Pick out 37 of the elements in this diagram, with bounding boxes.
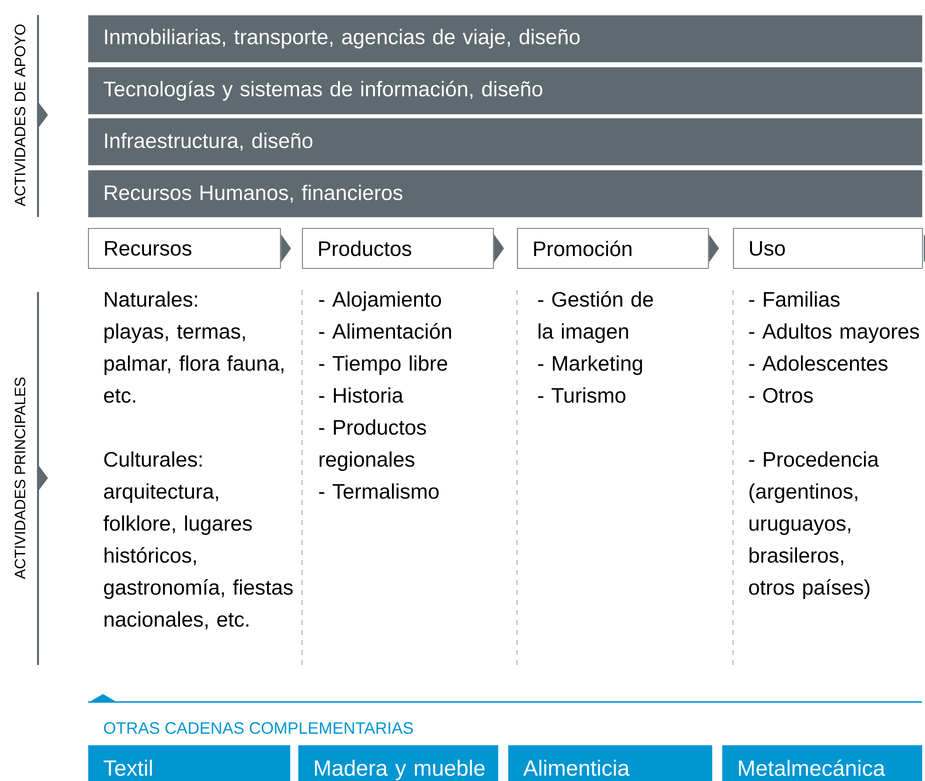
list-text: - Turismo — [538, 387, 626, 403]
chain-box: Textil — [88, 745, 290, 781]
chevron-arrow — [922, 234, 925, 262]
list-text: - Productos regionales — [319, 419, 426, 471]
list-text: playas, termas, palmar, flora fauna, etc. — [104, 323, 284, 403]
chain-box: Metalmecánica — [722, 745, 922, 781]
support-band: Recursos Humanos, financieros — [88, 170, 922, 218]
section-heading: OTRAS CADENAS COMPLEMENTARIAS — [104, 722, 413, 734]
support-band: Inmobiliarias, transporte, agencias de viaje, diseño — [88, 15, 922, 62]
chain-box: Alimenticia — [508, 745, 712, 781]
side-label: ACTIVIDADES PRINCIPALES — [14, 378, 26, 580]
list-text: - Adultos mayores — [749, 323, 919, 343]
side-label: ACTIVIDADES DE APOYO — [14, 24, 26, 206]
list-text: - Alojamiento — [319, 291, 441, 311]
chevron-arrow — [494, 234, 504, 262]
list-text: - Otros — [749, 388, 813, 403]
list-text: Naturales: — [104, 291, 197, 307]
stage-box: Promoción — [517, 228, 709, 269]
list-text: - Familias — [749, 291, 840, 307]
chevron-arrow — [708, 234, 719, 262]
support-band: Tecnologías y sistemas de información, diseño — [88, 67, 922, 114]
stage-box: Productos — [302, 228, 494, 269]
list-text: - Historia — [319, 387, 404, 403]
list-text: - Tiempo libre — [319, 355, 448, 375]
stage-box: Uso — [733, 228, 923, 269]
list-text: - Marketing — [538, 355, 642, 375]
stage-box: Recursos — [88, 228, 281, 269]
list-text: - Gestión de la imagen — [538, 291, 653, 343]
list-text: arquitectura, folklore, lugares históricos, gastronomía, fiestas nacionales, etc. — [104, 483, 293, 630]
list-text: - Termalismo — [319, 483, 439, 499]
list-text: Culturales: — [104, 451, 202, 467]
support-band: Infraestructura, diseño — [88, 118, 922, 166]
chain-box: Madera y mueble — [298, 745, 498, 781]
list-text: - Adolescentes — [749, 355, 888, 371]
chevron-arrow — [280, 234, 291, 262]
list-text: - Procedencia (argentinos, uruguayos, brasileros, otros países) — [749, 451, 879, 599]
list-text: - Alimentación — [319, 323, 452, 339]
